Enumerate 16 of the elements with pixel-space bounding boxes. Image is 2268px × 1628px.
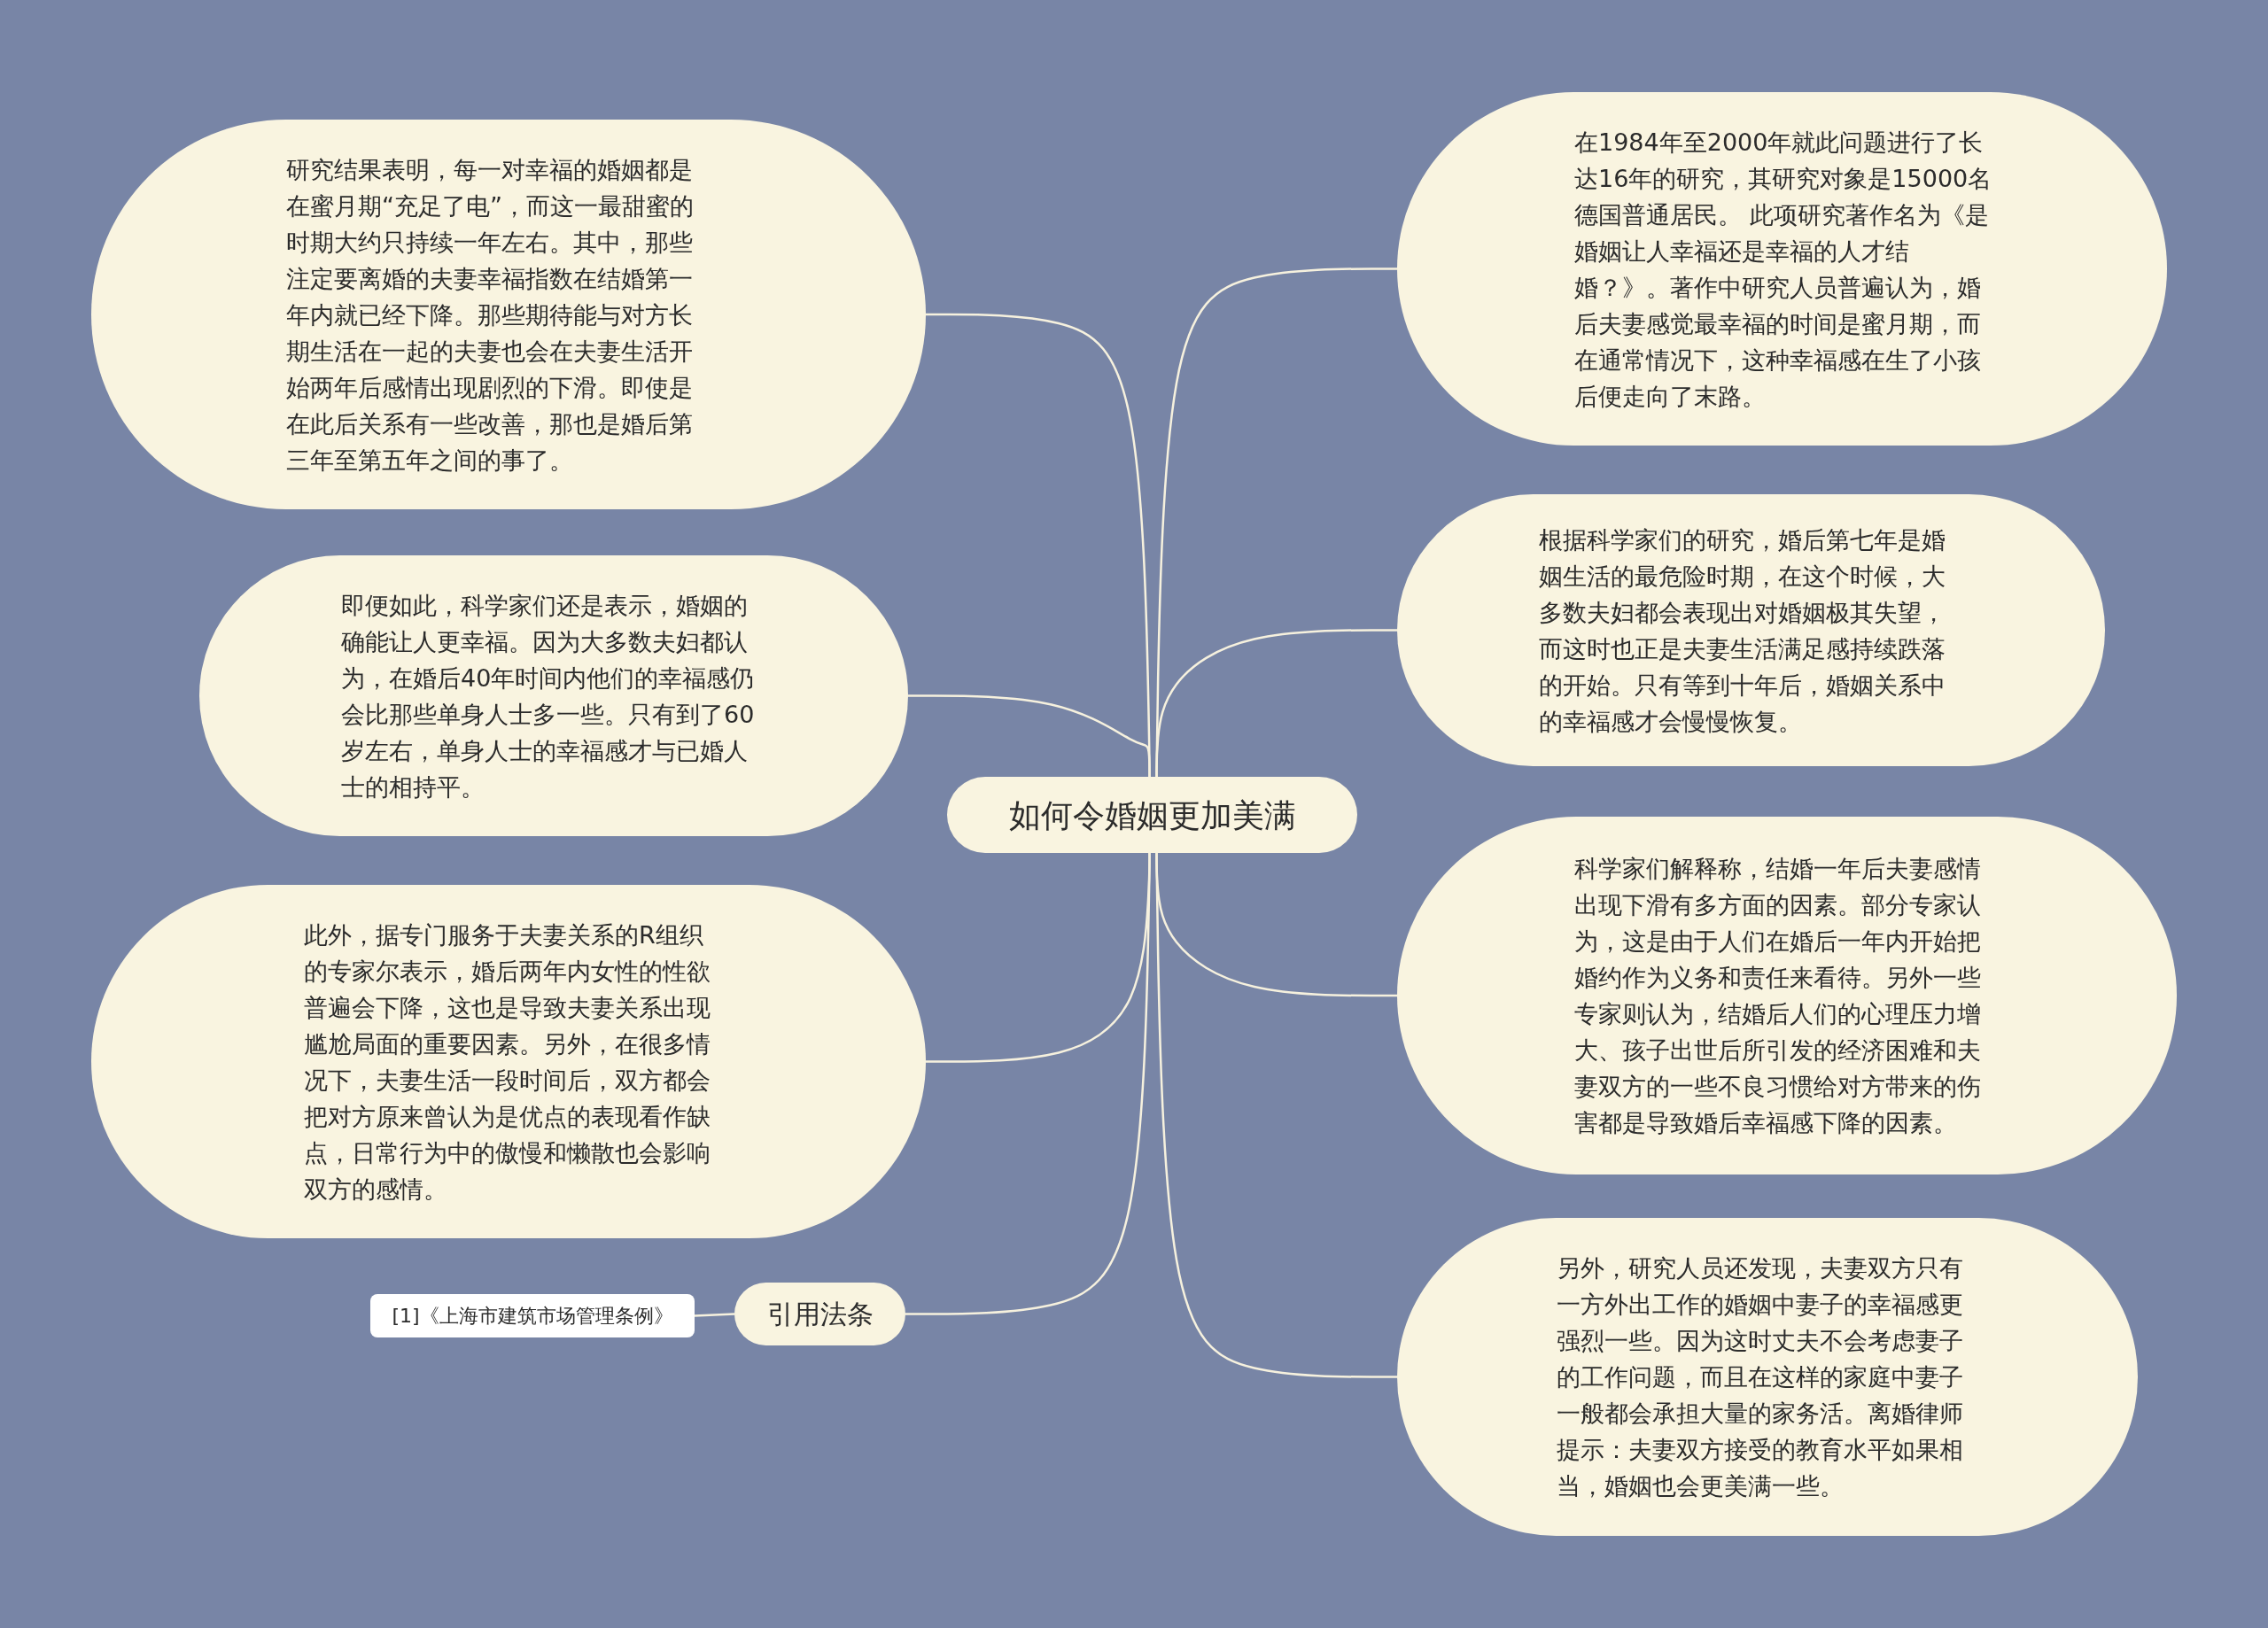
topic-text: 在1984年至2000年就此问题进行了长达16年的研究，其研究对象是15000名德国普通居民。 此项研究著作名为《是婚姻让人幸福还是幸福的人才结婚？》。著作中研究人员普遍认为，婚后夫妻感觉最幸福的时间是蜜月期，而在通常情况下，这种幸福感在生了小孩后便走向了末路。 [1574,127,1993,412]
topic-text: 另外，研究人员还发现，夫妻双方只有一方外出工作的婚姻中妻子的幸福感更强烈一些。因为这时丈夫不会考虑妻子的工作问题，而且在这样的家庭中妻子一般都会承担大量的家务活。离婚律师提示：夫妻双方接受的教育水平如果相当，婚姻也会更美满一些。 [1557,1253,1964,1501]
citation-box [370,1294,695,1337]
connector-line [905,853,1151,1315]
connector-line [1155,629,1397,777]
topic-label: [1]《上海市建筑市场管理条例》 [392,1304,673,1329]
topic-label: 如何令婚姻更加美满 [1008,796,1296,833]
topic-text: 此外，据专门服务于夫妻关系的R组织的专家尔表示，婚后两年内女性的性欲普遍会下降，这也是导致夫妻关系出现尴尬局面的重要因素。另外，在很多情况下，夫妻生活一段时间后，双方都会把对方原来曾认为是优点的表现看作缺点，日常行为中的傲慢和懒散也会影响双方的感情。 [304,919,711,1205]
topic-text: 即便如此，科学家们还是表示，婚姻的确能让人更幸福。因为大多数夫妇都认为，在婚后40年时间内他们的幸福感仍会比那些单身人士多一些。只有到了60岁左右，单身人士的幸福感才与已婚人士的相持平。 [341,590,756,802]
connector-line [1155,853,1397,1378]
connector-line [908,694,1151,777]
topic-text: 根据科学家们的研究，婚后第七年是婚姻生活的最危险时期，在这个时候，大多数夫妇都会表现出对婚姻极其失望，而这时也正是夫妻生活满足感持续跌落的开始。只有等到十年后，婚姻关系中的幸福感才会慢慢恢复。 [1539,524,1946,737]
topic-text: 研究结果表明，每一对幸福的婚姻都是在蜜月期“充足了电”，而这一最甜蜜的时期大约只持续一年左右。其中，那些注定要离婚的夫妻幸福指数在结婚第一年内就已经下降。那些期待能与对方长期生活在一起的夫妻也会在夫妻生活开始两年后感情出现剧烈的下滑。即使是在此后关系有一些改善，那也是婚后第三年至第五年之间的事了。 [286,154,695,476]
topic-text: 科学家们解释称，结婚一年后夫妻感情出现下滑有多方面的因素。部分专家认为，这是由于人们在婚后一年内开始把婚约作为义务和责任来看待。另外一些专家则认为，结婚后人们的心理压力增大、孩子出世后所引发的经济困难和夫妻双方的一些不良习惯给对方带来的伤害都是导致婚后幸福感下降的因素。 [1574,854,1982,1138]
topic-label: 引用法条 [766,1298,874,1331]
connector-line [694,1313,735,1317]
